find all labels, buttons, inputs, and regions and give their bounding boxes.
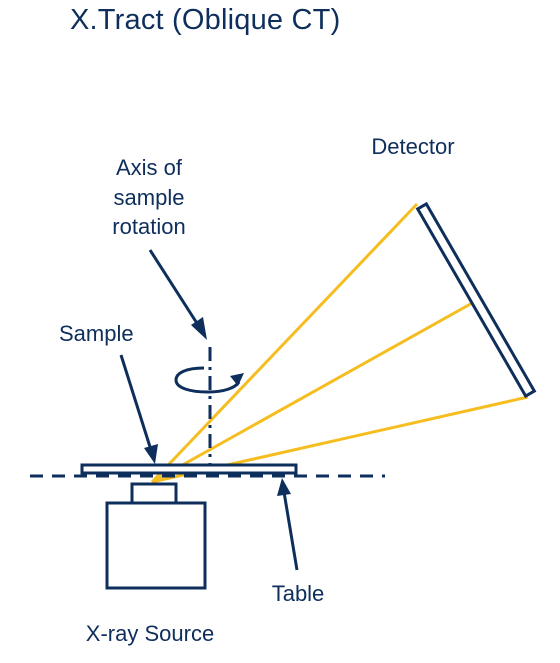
rotation-arrow-icon bbox=[174, 366, 244, 394]
table-label: Table bbox=[272, 581, 325, 606]
detector-label: Detector bbox=[371, 134, 454, 159]
xray-source-nozzle bbox=[130, 482, 178, 505]
sample-plate bbox=[80, 463, 298, 475]
xray-beams bbox=[150, 202, 529, 484]
xray-beam-middle bbox=[151, 300, 475, 484]
page-title: X.Tract (Oblique CT) bbox=[70, 4, 341, 36]
xray-source-label: X-ray Source bbox=[86, 621, 214, 646]
sample-pointer-arrow bbox=[119, 354, 158, 464]
axis-label-line2: sample bbox=[114, 185, 185, 210]
table-pointer-arrow bbox=[277, 478, 299, 571]
detector-panel bbox=[415, 201, 537, 399]
xray-beam-upper bbox=[150, 202, 419, 484]
axis-label-line3: rotation bbox=[112, 214, 185, 239]
sample-label: Sample bbox=[59, 321, 134, 346]
axis-label-line1: Axis of bbox=[116, 155, 183, 180]
axis-pointer-arrow bbox=[148, 249, 207, 340]
xray-source-body bbox=[105, 501, 207, 590]
